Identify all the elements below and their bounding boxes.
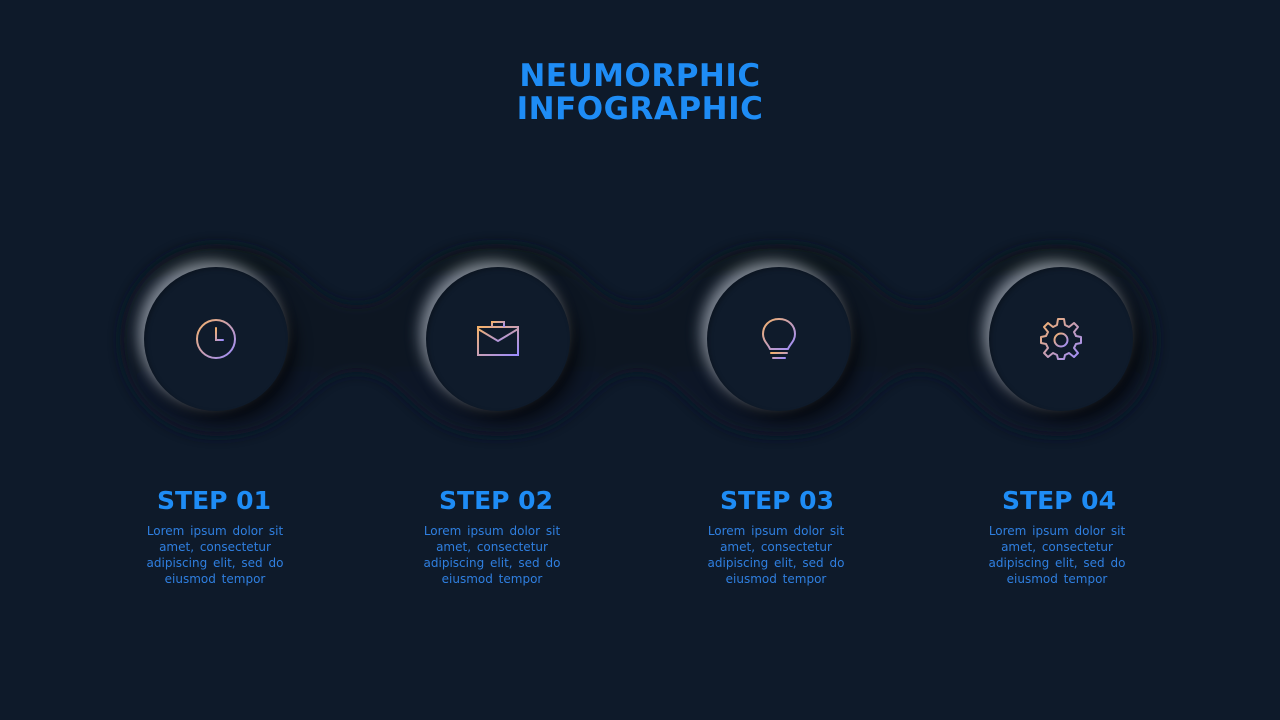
briefcase-icon <box>477 321 519 356</box>
title-line-2: INFOGRAPHIC <box>516 91 764 127</box>
step-4-circle <box>989 267 1133 411</box>
page-title: NEUMORPHIC INFOGRAPHIC <box>0 60 1280 126</box>
step-2-title: STEP 02 <box>439 486 553 515</box>
step-3-title: STEP 03 <box>720 486 834 515</box>
step-4-description: Lorem ipsum dolor sit amet, consectetur … <box>988 524 1126 586</box>
step-3-circle <box>707 267 851 411</box>
step-2-circle <box>426 267 570 411</box>
step-3-description: Lorem ipsum dolor sit amet, consectetur … <box>707 524 845 586</box>
step-4-title: STEP 04 <box>1002 486 1116 515</box>
clock-icon <box>196 319 236 359</box>
step-1-title: STEP 01 <box>157 486 271 515</box>
step-1-description: Lorem ipsum dolor sit amet, consectetur … <box>146 524 284 586</box>
step-2-description: Lorem ipsum dolor sit amet, consectetur … <box>423 524 561 586</box>
lightbulb-icon <box>762 318 796 359</box>
title-line-1: NEUMORPHIC <box>519 58 761 94</box>
gear-icon <box>1040 318 1082 360</box>
step-1-circle <box>144 267 288 411</box>
connector-ribbon-shape <box>120 244 1157 436</box>
